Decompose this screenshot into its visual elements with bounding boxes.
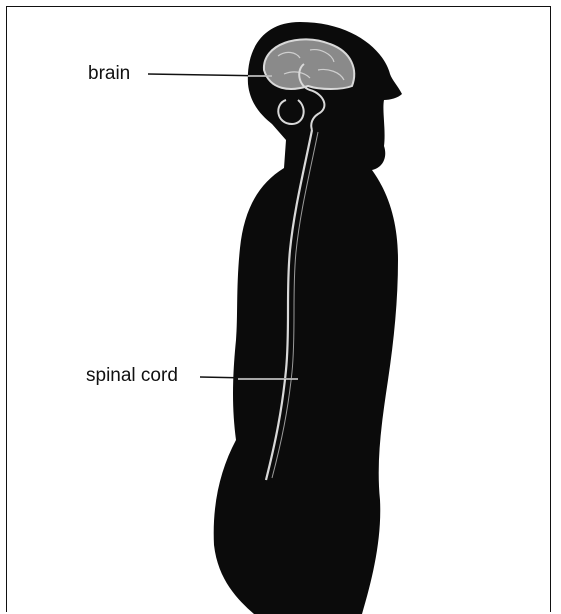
brain-label: brain [88, 64, 130, 83]
spinal-cord-label: spinal cord [86, 366, 178, 385]
human-silhouette [214, 22, 402, 614]
